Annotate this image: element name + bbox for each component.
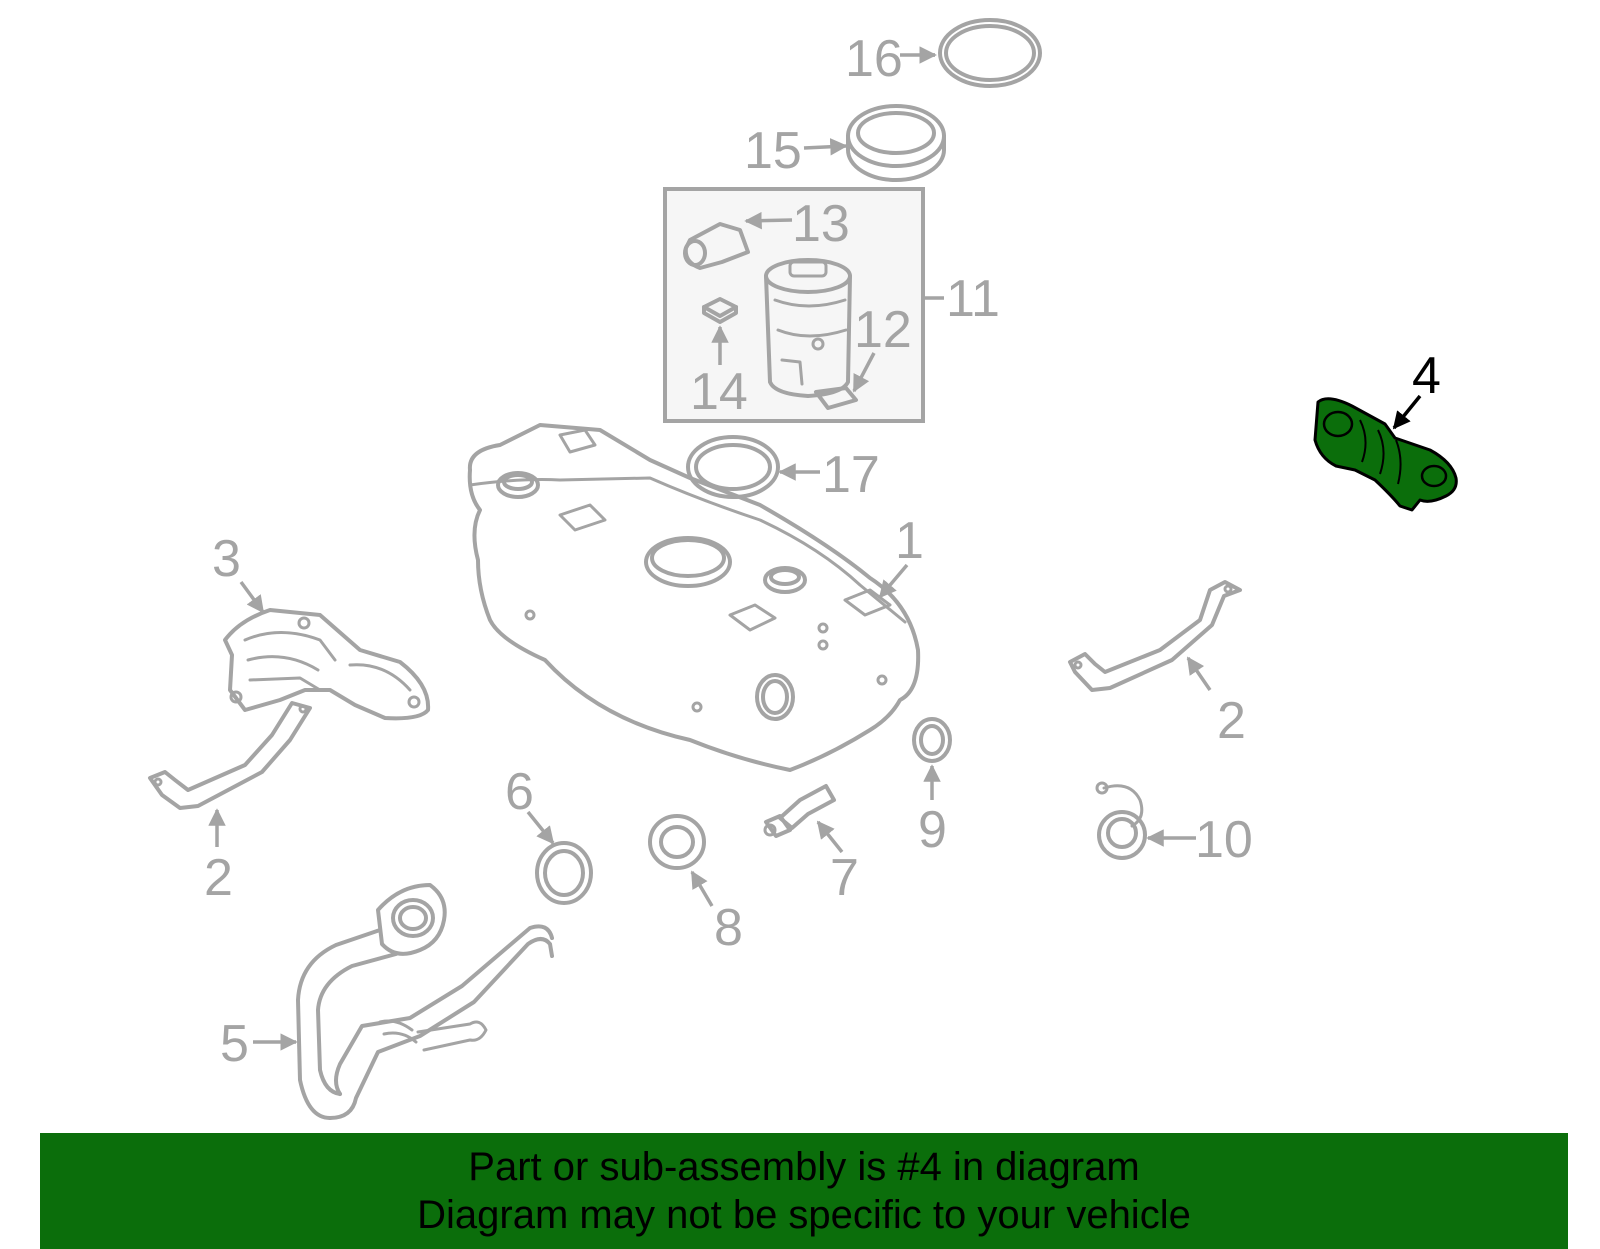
part-10-cap xyxy=(1095,781,1147,860)
callout-6: 6 xyxy=(505,763,534,821)
callout-1: 1 xyxy=(895,512,924,570)
banner-line-1: Part or sub-assembly is #4 in diagram xyxy=(468,1145,1140,1189)
leader-13 xyxy=(744,211,793,230)
callout-2a: 2 xyxy=(204,849,233,907)
part-12-fuel-pump xyxy=(764,258,858,410)
part-13-connector xyxy=(683,222,750,270)
part-15-lock-ring xyxy=(846,104,946,182)
callout-2b: 2 xyxy=(1217,692,1246,750)
part-4-highlighted-shield xyxy=(1313,397,1458,512)
info-banner: Part or sub-assembly is #4 in diagram Di… xyxy=(40,1133,1568,1249)
leader-3 xyxy=(239,580,265,614)
part-5-filler-pipe xyxy=(296,883,554,1120)
callout-3: 3 xyxy=(212,530,241,588)
leader-12 xyxy=(852,352,876,393)
callout-11: 11 xyxy=(946,270,1000,328)
part-17-gasket xyxy=(686,435,780,499)
callout-15: 15 xyxy=(744,122,802,180)
leader-1 xyxy=(878,563,909,599)
banner-line-2: Diagram may not be specific to your vehi… xyxy=(417,1193,1191,1237)
callout-8: 8 xyxy=(714,899,743,957)
part-14-clip xyxy=(702,297,738,324)
leader-8 xyxy=(690,870,714,907)
part-9-grommet xyxy=(912,717,952,763)
part-2-tank-strap-left xyxy=(148,701,312,810)
leader-2b xyxy=(1186,656,1212,691)
leader-15 xyxy=(803,138,848,156)
callout-17: 17 xyxy=(822,446,880,504)
part-6-o-ring xyxy=(535,841,593,905)
part-2-tank-strap-right xyxy=(1068,580,1242,692)
leader-6 xyxy=(526,810,555,845)
callout-13: 13 xyxy=(792,195,850,253)
callout-7: 7 xyxy=(830,849,859,907)
callout-9: 9 xyxy=(918,801,947,859)
part-7-valve xyxy=(763,784,836,838)
leader-7 xyxy=(816,820,844,854)
callout-4: 4 xyxy=(1412,347,1441,405)
callout-12: 12 xyxy=(854,301,912,359)
callout-5: 5 xyxy=(220,1015,249,1073)
leader-4 xyxy=(1392,394,1422,430)
callout-16: 16 xyxy=(845,30,903,88)
part-16-seal-ring xyxy=(938,18,1042,88)
part-8-seal xyxy=(648,814,706,870)
part-3-heat-shield xyxy=(223,608,431,721)
part-1-fuel-tank xyxy=(467,423,921,772)
callout-10: 10 xyxy=(1195,811,1253,869)
callout-14: 14 xyxy=(690,363,748,421)
